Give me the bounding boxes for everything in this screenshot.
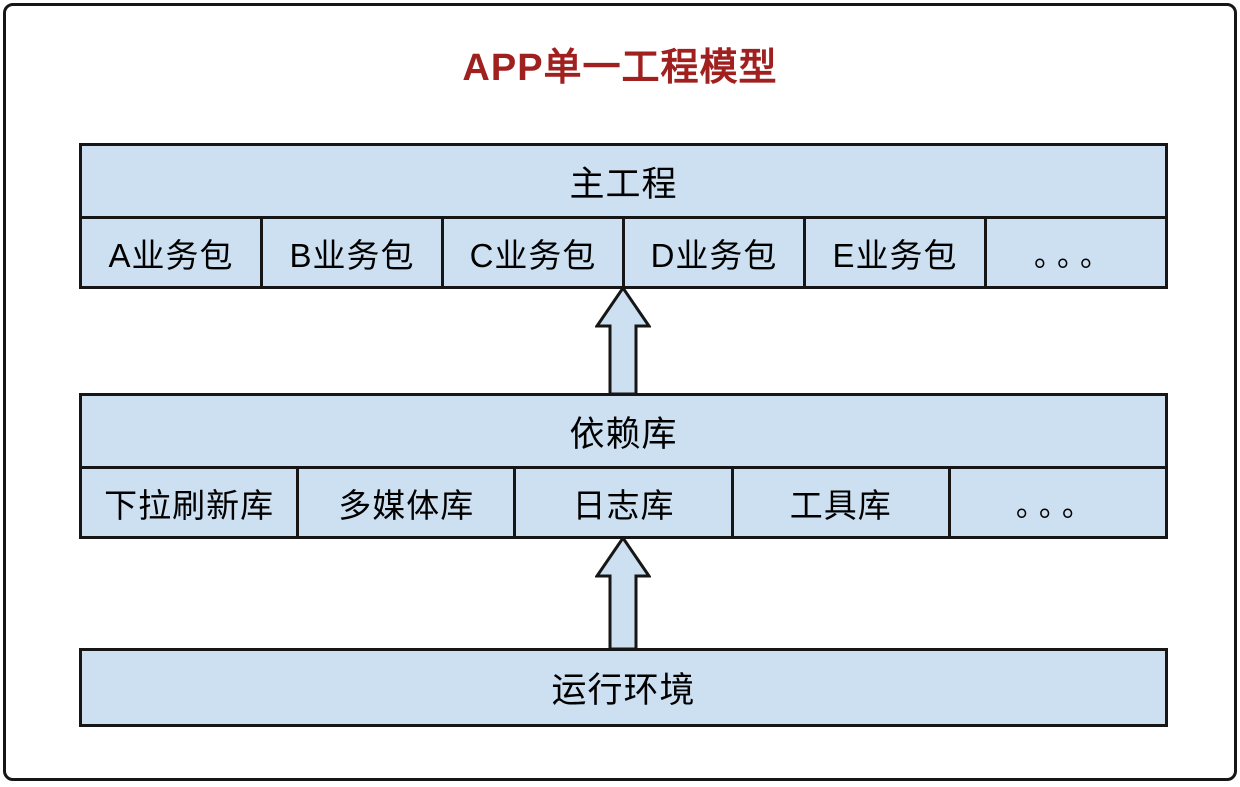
library-cell: 多媒体库	[296, 469, 513, 536]
business-package-cell: C业务包	[441, 219, 622, 286]
dependency-library-header: 依赖库	[82, 396, 1165, 469]
dependency-library-cell-row: 下拉刷新库 多媒体库 日志库 工具库 。。。	[82, 469, 1165, 536]
main-project-header: 主工程	[82, 146, 1165, 219]
dependency-library-block: 依赖库 下拉刷新库 多媒体库 日志库 工具库 。。。	[79, 393, 1168, 539]
library-cell: 下拉刷新库	[104, 486, 275, 524]
library-cell: 日志库	[513, 469, 730, 536]
library-cell: 工具库	[730, 469, 948, 536]
up-arrow-icon	[595, 286, 651, 396]
runtime-environment-block: 运行环境	[79, 648, 1168, 727]
main-project-block: 主工程 A业务包 B业务包 C业务包 D业务包 E业务包 。。。	[79, 143, 1168, 289]
main-project-cell-row: A业务包 B业务包 C业务包 D业务包 E业务包 。。。	[82, 219, 1165, 286]
runtime-environment-label: 运行环境	[551, 671, 696, 710]
business-package-cell: E业务包	[803, 219, 984, 286]
up-arrow-icon	[595, 536, 651, 651]
business-package-cell: D业务包	[622, 219, 803, 286]
business-package-cell: B业务包	[260, 219, 441, 286]
ellipsis-cell: 。。。	[984, 219, 1165, 286]
page-title: APP单一工程模型	[462, 47, 778, 89]
ellipsis-cell: 。。。	[947, 469, 1165, 536]
diagram-canvas: APP单一工程模型 主工程 A业务包 B业务包 C业务包 D业务包 E业务包 。…	[3, 3, 1237, 781]
business-package-cell: A业务包	[108, 236, 234, 274]
